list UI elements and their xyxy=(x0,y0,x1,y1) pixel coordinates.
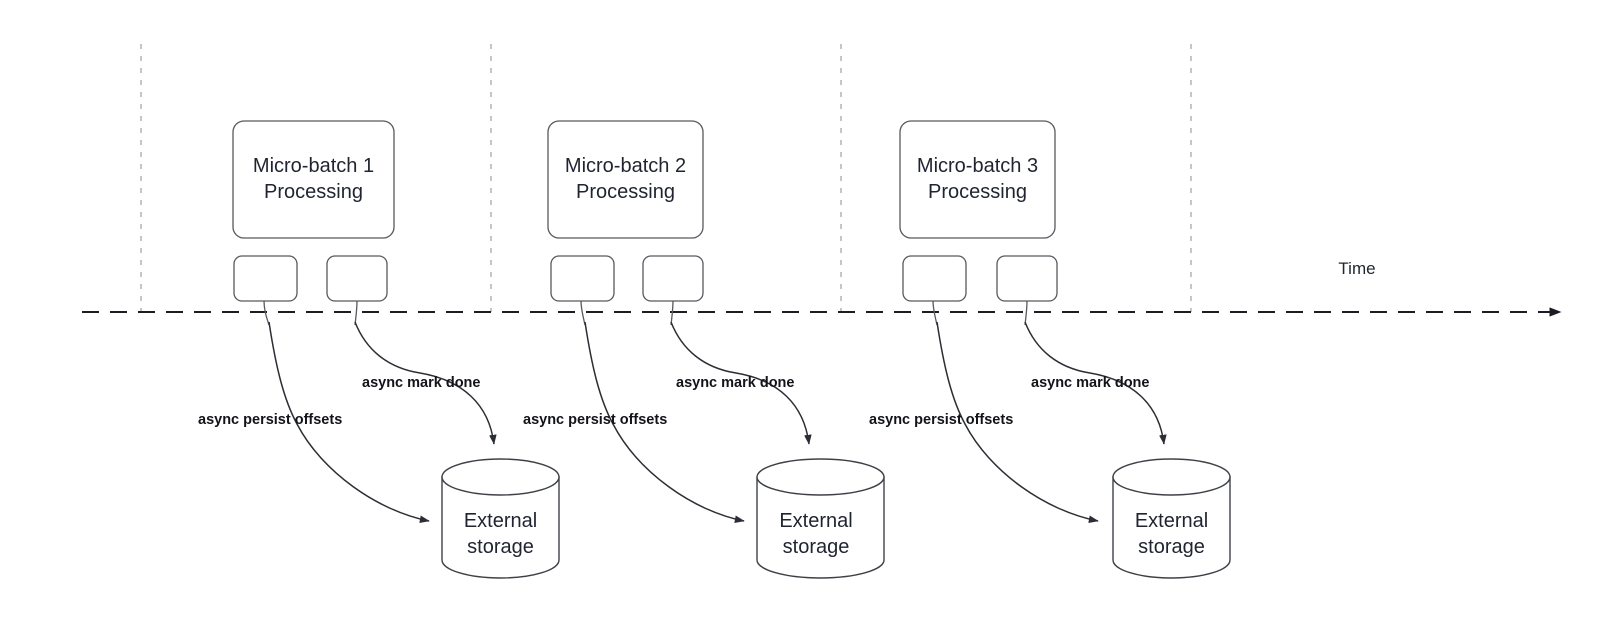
flow-arrow-3-persist xyxy=(936,321,1099,523)
micro-batch-box-1-line2: Processing xyxy=(264,181,363,203)
flow-arrow-2-markdone xyxy=(670,321,812,445)
flow-label-2-persist: async persist offsets xyxy=(523,412,667,428)
external-storage-3-line1: External xyxy=(1135,510,1208,532)
task-box-2-markdone[interactable] xyxy=(642,255,704,302)
task-box-3-persist[interactable] xyxy=(902,255,967,302)
micro-batch-box-1[interactable] xyxy=(232,120,395,239)
micro-batch-box-3[interactable] xyxy=(899,120,1056,239)
flow-arrow-3-markdone xyxy=(1024,321,1167,445)
external-storage-2-top xyxy=(756,458,885,496)
external-storage-1-top xyxy=(441,458,560,496)
flow-label-3-persist: async persist offsets xyxy=(869,412,1013,428)
external-storage-3-line2: storage xyxy=(1138,536,1205,558)
external-storage-1-line2: storage xyxy=(467,536,534,558)
external-storage-3-body xyxy=(1112,476,1231,579)
external-storage-1[interactable]: External storage xyxy=(441,458,560,579)
micro-batch-box-2-line2: Processing xyxy=(576,181,675,203)
task-stem-3-markdone xyxy=(1024,300,1028,326)
micro-batch-box-3-line2: Processing xyxy=(928,181,1027,203)
time-axis-label: Time xyxy=(1338,259,1375,278)
micro-batch-group-3: Micro-batch 3 Processing async persist o… xyxy=(869,120,1231,579)
flow-arrow-2-persist xyxy=(584,321,745,523)
task-box-3-markdone[interactable] xyxy=(996,255,1058,302)
task-stem-1-persist xyxy=(263,300,270,326)
flow-label-1-persist: async persist offsets xyxy=(198,412,342,428)
micro-batch-box-1-line1: Micro-batch 1 xyxy=(253,155,374,177)
micro-batch-box-2-line1: Micro-batch 2 xyxy=(565,155,686,177)
micro-batch-group-1: Micro-batch 1 Processing async persist o… xyxy=(198,120,560,579)
task-box-1-persist[interactable] xyxy=(233,255,298,302)
external-storage-3[interactable]: External storage xyxy=(1112,458,1231,579)
external-storage-2-line2: storage xyxy=(783,536,850,558)
external-storage-2-line1: External xyxy=(779,510,852,532)
boundary-tick-lines xyxy=(140,44,1192,312)
task-box-1-markdone[interactable] xyxy=(326,255,388,302)
external-storage-1-body xyxy=(441,476,560,579)
micro-batch-group-2: Micro-batch 2 Processing async persist o… xyxy=(523,120,885,579)
external-storage-2[interactable]: External storage xyxy=(756,458,885,579)
flow-arrow-1-markdone xyxy=(354,321,497,445)
task-box-2-persist[interactable] xyxy=(550,255,615,302)
external-storage-3-top xyxy=(1112,458,1231,496)
flow-label-2-markdone: async mark done xyxy=(676,375,794,391)
flow-label-3-markdone: async mark done xyxy=(1031,375,1149,391)
micro-batch-box-3-line1: Micro-batch 3 xyxy=(917,155,1038,177)
micro-batch-box-2[interactable] xyxy=(547,120,704,239)
flow-arrow-1-persist xyxy=(268,321,430,523)
external-storage-2-body xyxy=(756,476,885,579)
flow-label-1-markdone: async mark done xyxy=(362,375,480,391)
external-storage-1-line1: External xyxy=(464,510,537,532)
task-stem-2-persist xyxy=(580,300,586,326)
task-stem-1-markdone xyxy=(354,300,358,326)
